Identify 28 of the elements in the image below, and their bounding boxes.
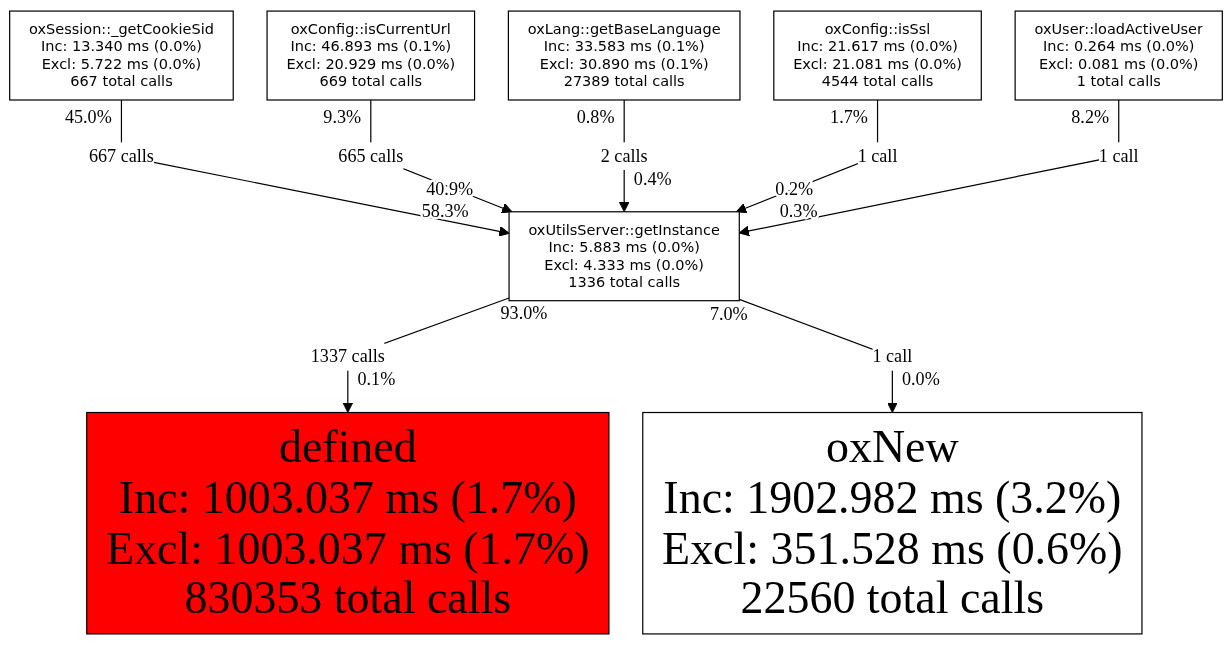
percentage-label: 1.7%: [830, 107, 868, 128]
node-box: oxNew Inc: 1902.982 ms (3.2%) Excl: 351.528 ms (0.6%) 22560 total calls: [642, 411, 1143, 635]
percentage-label: 0.8%: [576, 107, 615, 128]
edge-label: 665 calls: [338, 145, 404, 166]
node-box: oxLang::getBaseLanguage Inc: 33.583 ms (0.1%) Excl: 30.890 ms (0.1%) 27389 total calls: [507, 10, 741, 101]
percentage-label: 9.3%: [323, 107, 362, 128]
edge-label: 1 call: [857, 145, 898, 166]
percentage-label: 0.1%: [357, 369, 396, 390]
percentage-label: 93.0%: [500, 303, 548, 324]
node-box: oxUtilsServer::getInstance Inc: 5.883 ms (0.0%) Excl: 4.333 ms (0.0%) 1336 total calls: [508, 211, 740, 302]
percentage-label: 0.4%: [633, 168, 672, 189]
node-box: defined Inc: 1003.037 ms (1.7%) Excl: 1003.037 ms (1.7%) 830353 total calls: [86, 411, 610, 635]
node-box: oxSession::_getCookieSid Inc: 13.340 ms (0.0%) Excl: 5.722 ms (0.0%) 667 total calls: [9, 10, 234, 101]
node-box: oxConfig::isCurrentUrl Inc: 46.893 ms (0.1%) Excl: 20.929 ms (0.0%) 669 total calls: [266, 10, 476, 101]
percentage-label: 58.3%: [421, 201, 469, 222]
edge-label: 2 calls: [600, 145, 648, 166]
arrow: [120, 99, 510, 237]
edge-label: 1 call: [872, 346, 913, 366]
node-box: oxUser::loadActiveUser Inc: 0.264 ms (0.0%) Excl: 0.081 ms (0.0%) 1 total calls: [1014, 10, 1223, 101]
edge-label: 667 calls: [88, 145, 154, 166]
percentage-label: 7.0%: [709, 304, 748, 325]
percentage-label: 0.0%: [902, 369, 940, 390]
edge-label: 1337 calls: [310, 346, 385, 366]
node-box: oxConfig::isSsl Inc: 21.617 ms (0.0%) Excl: 21.081 ms (0.0%) 4544 total calls: [773, 10, 982, 101]
edge-label: 1 call: [1098, 145, 1139, 166]
percentage-label: 0.3%: [779, 200, 818, 221]
percentage-label: 45.0%: [64, 107, 112, 128]
percentage-label: 8.2%: [1071, 107, 1110, 128]
